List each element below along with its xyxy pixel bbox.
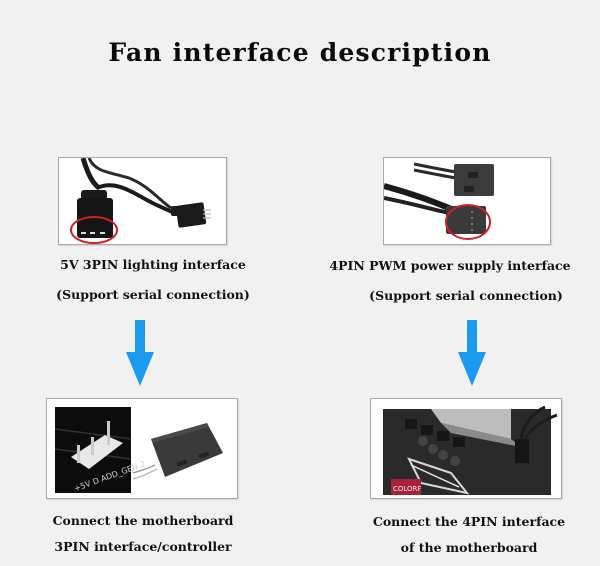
- motherboard-4pin-header-icon: COLORF: [383, 405, 558, 495]
- connect-4pin-line2: of the motherboard: [400, 540, 538, 555]
- connect-3pin-line2: 3PIN interface/controller: [54, 539, 232, 554]
- argb-3pin-connector-image: [58, 157, 227, 245]
- lighting-interface-label: 5V 3PIN lighting interface: [60, 257, 246, 272]
- down-arrow-icon: [126, 320, 154, 386]
- pwm-4pin-connector-image: [383, 157, 551, 245]
- motherboard-3pin-controller-image: +5V D ADD_GEN 2: [46, 398, 238, 499]
- page-title: Fan interface description: [108, 38, 492, 67]
- pwm-interface-label: 4PIN PWM power supply interface: [329, 258, 571, 273]
- pwm-serial-note: (Support serial connection): [369, 288, 563, 303]
- motherboard-4pin-image: COLORF: [370, 398, 562, 499]
- svg-text:COLORF: COLORF: [393, 485, 421, 493]
- motherboard-3pin-header-controller-icon: +5V D ADD_GEN 2: [54, 407, 223, 493]
- connect-3pin-line1: Connect the motherboard: [52, 513, 234, 528]
- connect-4pin-line1: Connect the 4PIN interface: [372, 514, 566, 529]
- pwm-4pin-connector-icon: [384, 162, 494, 240]
- down-arrow-icon: [458, 320, 486, 386]
- highlight-circle: [445, 204, 491, 240]
- argb-3pin-connector-icon: [70, 158, 211, 244]
- highlight-circle: [70, 216, 118, 244]
- lighting-serial-note: (Support serial connection): [56, 287, 250, 302]
